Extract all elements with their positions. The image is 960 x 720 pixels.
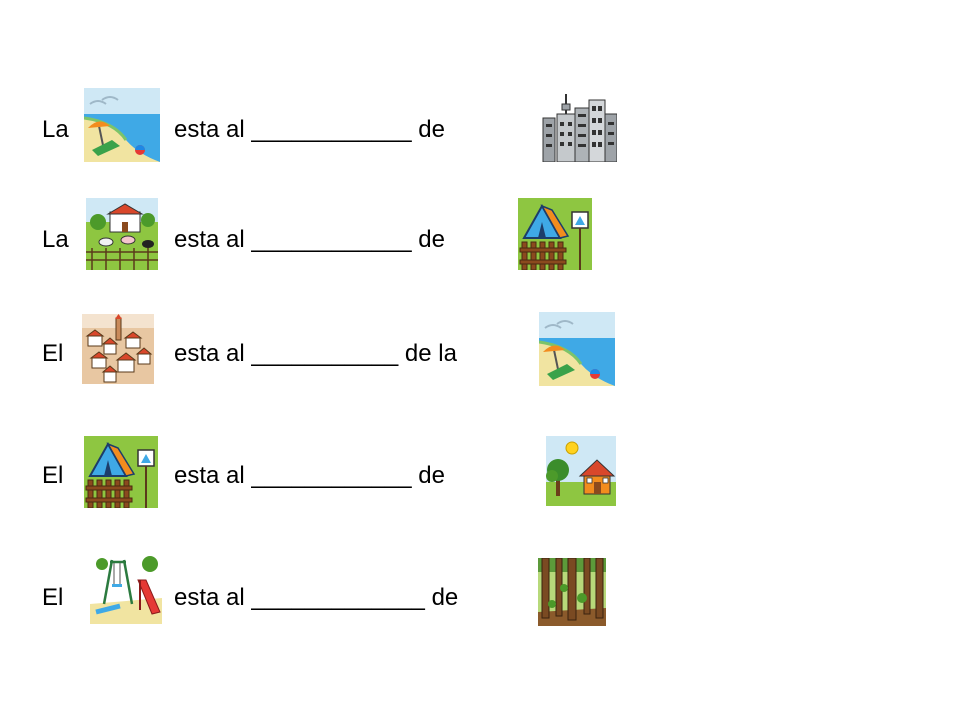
- sentence-text: esta al ____________ de: [174, 116, 445, 143]
- countryside-house-icon: [546, 436, 616, 506]
- sentence-text: esta al _____________ de: [174, 584, 459, 611]
- sentence-row-3: El esta al ___________ de la: [0, 310, 960, 400]
- playground-icon: [90, 554, 162, 624]
- sentence-text: esta al ___________ de la: [174, 340, 457, 367]
- village-icon: [82, 314, 154, 384]
- beach-icon: [84, 88, 160, 162]
- sentence-row-1: La esta al ____________ de: [0, 86, 960, 176]
- campsite-icon: [518, 198, 592, 270]
- sentence-row-4: El esta al ____________ de: [0, 432, 960, 522]
- sentence-text: esta al ____________ de: [174, 226, 445, 253]
- campsite-icon: [84, 436, 158, 508]
- city-icon: [541, 94, 617, 162]
- farm-countryside-icon: [86, 198, 158, 270]
- forest-icon: [538, 558, 606, 626]
- beach-icon: [539, 312, 615, 386]
- sentence-row-5: El esta al _____________ de: [0, 554, 960, 644]
- sentence-article: El: [42, 584, 64, 611]
- sentence-article: El: [42, 462, 64, 489]
- sentence-article: El: [42, 340, 64, 367]
- sentence-row-2: La esta al ____________ de: [0, 196, 960, 286]
- sentence-article: La: [42, 116, 69, 143]
- sentence-article: La: [42, 226, 69, 253]
- sentence-text: esta al ____________ de: [174, 462, 445, 489]
